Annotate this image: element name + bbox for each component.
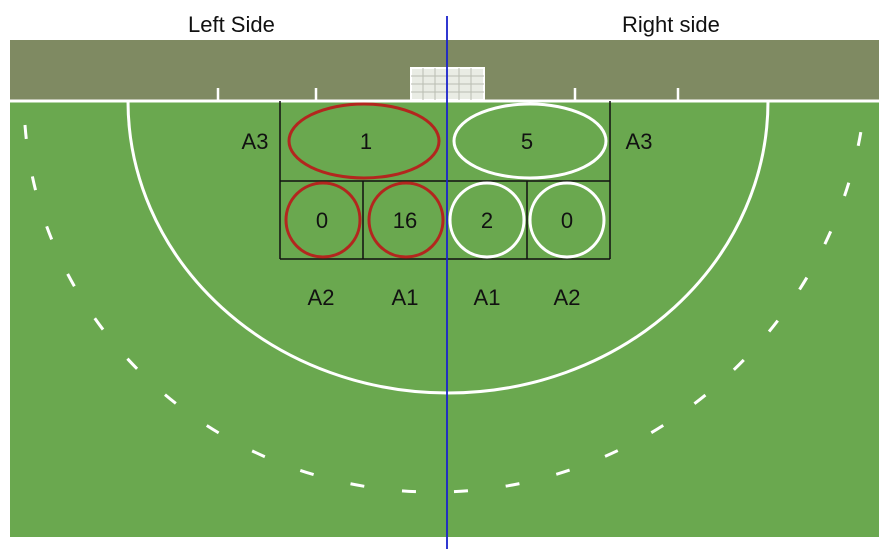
left-a1-label: A1 <box>392 285 419 310</box>
pitch-turf <box>10 100 879 537</box>
left-a2-label: A2 <box>308 285 335 310</box>
right-a3-label: A3 <box>626 129 653 154</box>
left-a3-label: A3 <box>242 129 269 154</box>
right-a1-label: A1 <box>474 285 501 310</box>
left-a2-value: 0 <box>316 208 328 233</box>
right-a2-label: A2 <box>554 285 581 310</box>
left-a3-value: 1 <box>360 129 372 154</box>
left-a1-value: 16 <box>393 208 417 233</box>
right-a2-value: 0 <box>561 208 573 233</box>
right-a1-value: 2 <box>481 208 493 233</box>
right-a3-value: 5 <box>521 129 533 154</box>
